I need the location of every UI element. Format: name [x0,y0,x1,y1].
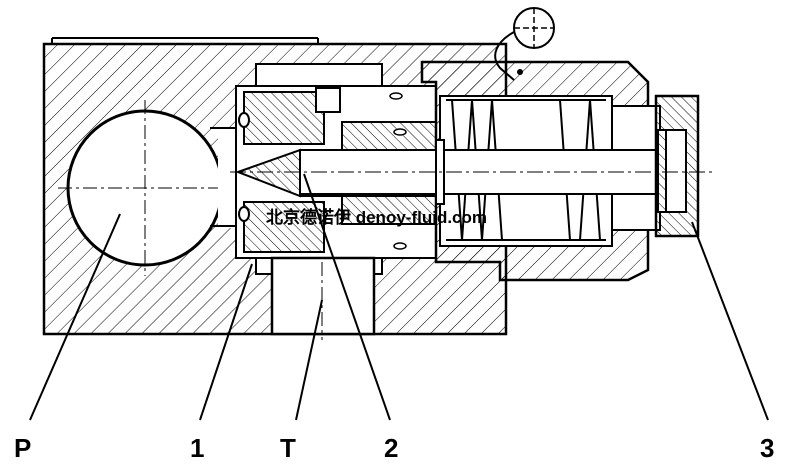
gauge-symbol [494,7,555,81]
label-p: P [14,433,31,463]
watermark-text: 北京德诺伊 denoy-fluid.com [266,207,487,227]
tank-port [270,256,376,340]
label-3: 3 [760,433,774,463]
adjusting-nut [654,94,700,238]
label-t: T [280,433,296,463]
leader-lines [29,173,769,421]
pressure-port-bore [58,100,232,276]
label-2: 2 [384,433,398,463]
label-1: 1 [190,433,204,463]
valve-seat [238,87,341,253]
